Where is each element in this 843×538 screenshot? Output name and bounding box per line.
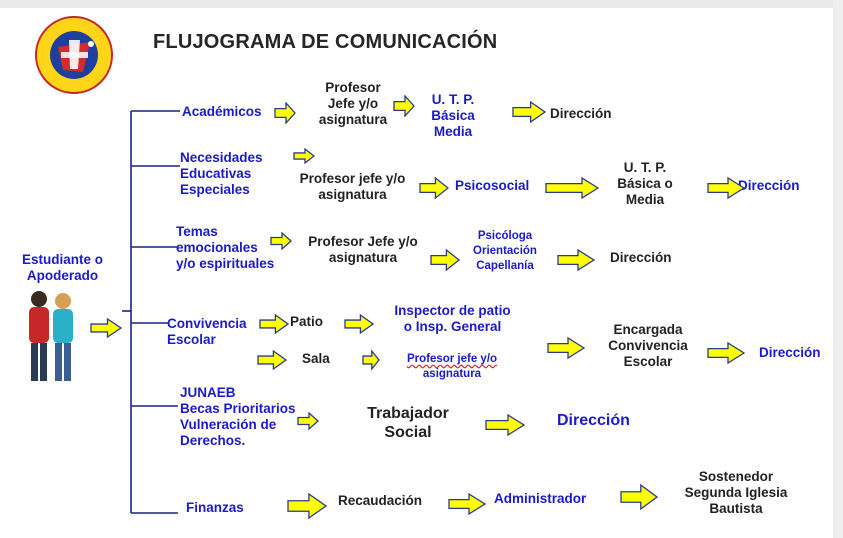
conv-cat-line1: Convivencia bbox=[167, 316, 247, 331]
conv-sub2-next: Profesor jefe y/o asignatura bbox=[397, 352, 507, 382]
block-arrow-icon bbox=[485, 414, 525, 436]
parents-illustration bbox=[29, 291, 73, 381]
conv-sub2-next-line2: asignatura bbox=[422, 368, 482, 380]
conv-sub2-next-line1: Profesor jefe y/o bbox=[406, 353, 498, 365]
block-arrow-icon bbox=[90, 318, 122, 338]
emo-cat-line3: y/o espirituales bbox=[176, 256, 275, 271]
page-title: FLUJOGRAMA DE COMUNICACIÓN bbox=[153, 31, 498, 53]
conv-sub1-next-line2: o Insp. General bbox=[403, 319, 502, 334]
nee-cat-line2: Educativas bbox=[180, 166, 252, 181]
source-node-label: Estudiante o Apoderado bbox=[22, 252, 103, 284]
category-nee: Necesidades Educativas Especiales bbox=[180, 150, 263, 198]
conv-cat-line2: Escolar bbox=[167, 332, 216, 347]
academicos-step1-line3: asignatura bbox=[318, 112, 388, 127]
nee-step2: Psicosocial bbox=[455, 178, 530, 193]
emo-cat-line1: Temas bbox=[176, 224, 218, 239]
academicos-step3: Dirección bbox=[550, 106, 612, 121]
category-academicos: Académicos bbox=[182, 104, 262, 119]
nee-step1-line2: asignatura bbox=[318, 187, 387, 202]
block-arrow-icon bbox=[257, 350, 287, 370]
academicos-step1-line2: Jefe y/o bbox=[327, 96, 379, 111]
junaeb-step1-line2: Social bbox=[384, 424, 432, 441]
nee-step1: Profesor jefe y/o asignatura bbox=[290, 171, 415, 203]
finanzas-step3: Sostenedor Segunda Iglesia Bautista bbox=[676, 469, 796, 517]
conv-step4: Dirección bbox=[759, 345, 821, 360]
emo-step2: Psicóloga Orientación Capellanía bbox=[463, 229, 547, 274]
block-arrow-icon bbox=[274, 102, 296, 124]
emo-step2-line2: Orientación bbox=[473, 245, 537, 257]
junaeb-cat-line2: Becas Prioritarios bbox=[180, 401, 296, 416]
academicos-step2-line2: Básica bbox=[431, 108, 475, 123]
junaeb-cat-line4: Derechos. bbox=[180, 433, 246, 448]
academicos-step1-line1: Profesor bbox=[325, 80, 381, 95]
source-line-1: Estudiante o bbox=[22, 252, 104, 267]
category-convivencia: Convivencia Escolar bbox=[167, 316, 247, 348]
finanzas-step1: Recaudación bbox=[338, 493, 423, 508]
emo-step1-line1: Profesor Jefe y/o bbox=[308, 234, 418, 249]
junaeb-step1: Trabajador Social bbox=[358, 404, 458, 442]
nee-step3-line3: Media bbox=[625, 192, 665, 207]
finanzas-step3-line1: Sostenedor bbox=[698, 469, 774, 484]
nee-cat-line1: Necesidades bbox=[180, 150, 263, 165]
academicos-step2-line1: U. T. P. bbox=[431, 92, 475, 107]
emo-step3: Dirección bbox=[610, 250, 672, 265]
block-arrow-icon bbox=[707, 342, 745, 364]
nee-step3: U. T. P. Básica o Media bbox=[610, 160, 680, 208]
conv-step3: Encargada Convivencia Escolar bbox=[598, 322, 698, 370]
conv-sub1: Patio bbox=[290, 314, 324, 329]
nee-step3-line1: U. T. P. bbox=[623, 160, 667, 175]
emo-step2-line3: Capellanía bbox=[476, 260, 534, 272]
academicos-step1: Profesor Jefe y/o asignatura bbox=[313, 80, 393, 128]
academicos-step2: U. T. P. Básica Media bbox=[418, 92, 488, 140]
block-arrow-icon bbox=[545, 177, 599, 199]
emo-cat-line2: emocionales bbox=[176, 240, 258, 255]
source-line-2: Apoderado bbox=[26, 268, 99, 283]
conv-sub1-next: Inspector de patio o Insp. General bbox=[385, 303, 520, 335]
block-arrow-icon bbox=[512, 101, 546, 123]
conv-step3-line1: Encargada bbox=[613, 322, 683, 337]
nee-step1-line1: Profesor jefe y/o bbox=[299, 171, 406, 186]
conv-sub1-next-line1: Inspector de patio bbox=[394, 303, 511, 318]
conv-step3-line3: Escolar bbox=[623, 354, 673, 369]
block-arrow-icon bbox=[259, 314, 289, 334]
emo-step1: Profesor Jefe y/o asignatura bbox=[298, 234, 428, 266]
block-arrow-icon bbox=[419, 177, 449, 199]
category-finanzas: Finanzas bbox=[186, 500, 244, 515]
category-emocionales: Temas emocionales y/o espirituales bbox=[176, 224, 274, 272]
emo-step1-line2: asignatura bbox=[328, 250, 398, 265]
conv-step3-line2: Convivencia bbox=[608, 338, 688, 353]
block-arrow-icon bbox=[270, 232, 292, 250]
top-border bbox=[0, 0, 843, 8]
right-scrollbar[interactable] bbox=[833, 0, 843, 538]
emo-step2-line1: Psicóloga bbox=[477, 230, 533, 242]
nee-step4: Dirección bbox=[738, 178, 800, 193]
block-arrow-icon bbox=[293, 148, 315, 164]
finanzas-step3-line2: Segunda Iglesia bbox=[684, 485, 788, 500]
junaeb-cat-line3: Vulneración de bbox=[180, 417, 277, 432]
nee-step3-line2: Básica o bbox=[617, 176, 673, 191]
finanzas-step3-line3: Bautista bbox=[709, 501, 763, 516]
finanzas-step2: Administrador bbox=[494, 491, 587, 506]
category-junaeb: JUNAEB Becas Prioritarios Vulneración de… bbox=[180, 385, 296, 449]
nee-cat-line3: Especiales bbox=[180, 182, 250, 197]
junaeb-step2: Dirección bbox=[557, 412, 630, 429]
block-arrow-icon bbox=[344, 314, 374, 334]
junaeb-cat-line1: JUNAEB bbox=[180, 385, 236, 400]
block-arrow-icon bbox=[557, 249, 595, 271]
block-arrow-icon bbox=[620, 484, 658, 510]
junaeb-step1-line1: Trabajador bbox=[367, 405, 449, 422]
block-arrow-icon bbox=[393, 95, 415, 117]
conv-sub2: Sala bbox=[302, 351, 330, 366]
block-arrow-icon bbox=[707, 177, 745, 199]
academicos-step2-line3: Media bbox=[433, 124, 473, 139]
block-arrow-icon bbox=[287, 493, 327, 519]
school-logo bbox=[35, 16, 113, 94]
block-arrow-icon bbox=[362, 350, 380, 370]
block-arrow-icon bbox=[430, 249, 460, 271]
block-arrow-icon bbox=[297, 412, 319, 430]
block-arrow-icon bbox=[448, 493, 486, 515]
block-arrow-icon bbox=[547, 337, 585, 359]
